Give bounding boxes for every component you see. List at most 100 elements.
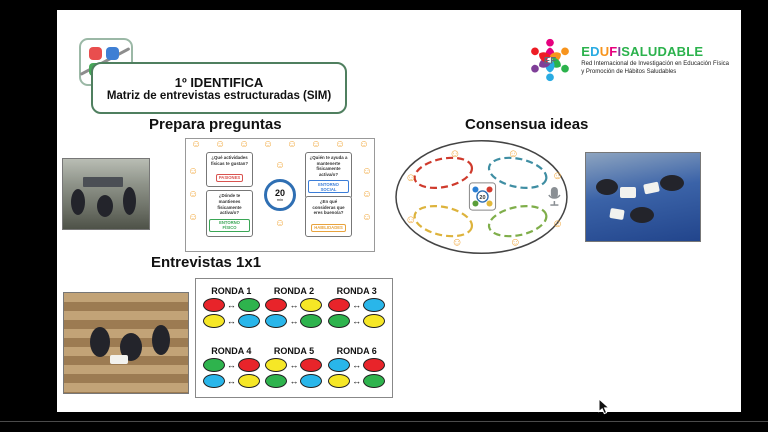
ronda-label: RONDA 2 bbox=[273, 286, 315, 296]
svg-text:☺: ☺ bbox=[405, 172, 416, 184]
student-oval-green bbox=[300, 314, 323, 328]
slide-title: 1º IDENTIFICA bbox=[174, 74, 264, 90]
wordmark-letter: E bbox=[694, 43, 704, 59]
smiley-icon: ☺ bbox=[310, 139, 322, 150]
student-oval-green bbox=[328, 314, 351, 328]
smiley-icon: ☺ bbox=[334, 139, 346, 150]
question-category-label: PASIONES bbox=[215, 173, 244, 182]
smiley-col-right: ☺☺☺ bbox=[362, 161, 372, 229]
student-oval-blue bbox=[265, 314, 288, 328]
heading-prepara-preguntas: Prepara preguntas bbox=[149, 116, 282, 133]
ronda-column: RONDA 5 ↔ ↔ bbox=[265, 346, 324, 390]
ronda-label: RONDA 6 bbox=[336, 346, 377, 356]
ronda-label: RONDA 3 bbox=[336, 286, 377, 296]
exchange-arrow-icon: ↔ bbox=[226, 315, 236, 326]
ronda-column: RONDA 6↔↔ bbox=[327, 346, 386, 390]
loop-yellow bbox=[413, 204, 474, 238]
ronda-label: RONDA 5 bbox=[273, 346, 315, 356]
exchange-arrow-icon: ↔ bbox=[226, 375, 236, 386]
ronda-label: RONDA 1 bbox=[211, 286, 252, 296]
wordmark-letter: I bbox=[617, 43, 622, 59]
exchange-arrow-icon: ↔ bbox=[352, 359, 362, 370]
question-box-entorno-fisico: ¿Dónde te mantienes físicamente activa/o… bbox=[206, 190, 253, 237]
smiley-icon: ☺ bbox=[358, 139, 369, 150]
smiley-icon: ☺ bbox=[188, 211, 199, 223]
student-oval-blue bbox=[202, 374, 225, 388]
smiley-icon: ☺ bbox=[188, 166, 199, 178]
heading-consensua-ideas: Consensua ideas bbox=[465, 116, 589, 133]
question-category-label: ENTORNO SOCIAL bbox=[308, 180, 349, 194]
svg-text:☺: ☺ bbox=[449, 148, 460, 160]
slide-subtitle: Matriz de entrevistas estructuradas (SIM… bbox=[106, 89, 332, 102]
student-oval-red bbox=[328, 298, 351, 312]
smiley-icons: ☺☺☺ ☺☺☺ ☺☺ bbox=[405, 148, 563, 248]
student-oval-green bbox=[265, 374, 288, 388]
svg-text:☺: ☺ bbox=[552, 218, 563, 230]
smiley-icon: ☺ bbox=[274, 160, 286, 171]
exchange-arrow-icon: ↔ bbox=[352, 299, 362, 310]
smiley-icon: ☺ bbox=[191, 139, 202, 150]
smiley-icon: ☺ bbox=[188, 188, 199, 200]
ronda-column: RONDA 4 ↔ ↔ bbox=[202, 346, 261, 390]
slide-title-box: 1º IDENTIFICA Matriz de entrevistas estr… bbox=[91, 62, 347, 114]
smiley-icon: ☺ bbox=[361, 166, 372, 178]
smiley-icon: ☺ bbox=[361, 188, 372, 200]
student-oval-yellow bbox=[265, 358, 288, 372]
student-oval-red bbox=[300, 358, 323, 372]
exchange-arrow-icon: ↔ bbox=[289, 315, 299, 326]
logo-wordmark: EDUFISALUDABLE bbox=[581, 44, 729, 59]
student-oval-red bbox=[237, 358, 260, 372]
student-oval-yellow bbox=[237, 374, 260, 388]
question-text: ¿Qué actividades físicas te gustan? bbox=[210, 155, 249, 166]
student-oval-blue bbox=[237, 314, 260, 328]
wordmark-letter: S bbox=[621, 43, 631, 59]
smiley-col-center: ☺☺ bbox=[275, 161, 285, 229]
question-box-entorno-social: ¿Quién te ayuda a mantenerte físicamente… bbox=[305, 152, 352, 199]
exchange-arrow-icon: ↔ bbox=[226, 299, 236, 310]
rondas-diagram: RONDA 1↔↔RONDA 2↔↔RONDA 3↔↔RONDA 4↔↔ROND… bbox=[195, 278, 393, 398]
logo-center-letters: EF bbox=[544, 55, 556, 66]
wordmark-letter: F bbox=[609, 43, 618, 59]
wordmark-letter: B bbox=[676, 43, 687, 59]
exchange-arrow-icon: ↔ bbox=[289, 375, 299, 386]
student-oval-blue bbox=[300, 374, 323, 388]
student-oval-green bbox=[237, 298, 260, 312]
photo-classroom bbox=[62, 158, 150, 230]
loop-teal bbox=[487, 156, 548, 190]
student-oval-green bbox=[202, 358, 225, 372]
tagline-line2: y Promoción de Hábitos Saludables bbox=[581, 68, 677, 75]
ronda-label: RONDA 4 bbox=[211, 346, 252, 356]
microphone-icon bbox=[548, 186, 561, 206]
exchange-arrow-icon: ↔ bbox=[226, 359, 236, 370]
tagline-line1: Red Internacional de Investigación en Ed… bbox=[581, 60, 729, 67]
heading-entrevistas-1x1: Entrevistas 1x1 bbox=[151, 254, 262, 271]
student-oval-yellow bbox=[363, 314, 386, 328]
photo-bleachers bbox=[63, 292, 189, 394]
wordmark-letter: E bbox=[581, 43, 591, 59]
consensua-diagram: ☺☺☺ ☺☺☺ ☺☺ 20 bbox=[395, 139, 568, 255]
student-oval-blue bbox=[328, 358, 351, 372]
svg-text:☺: ☺ bbox=[552, 170, 563, 182]
exchange-arrow-icon: ↔ bbox=[289, 359, 299, 370]
student-oval-yellow bbox=[328, 374, 351, 388]
student-oval-red bbox=[363, 358, 386, 372]
question-box-habilidades: ¿En qué consideras que eres bueno/a? HAB… bbox=[305, 195, 352, 237]
question-box-pasiones: ¿Qué actividades físicas te gustan? PASI… bbox=[206, 152, 253, 188]
edufisaludable-logo: EF EDUFISALUDABLE Red Internacional de I… bbox=[524, 34, 729, 86]
timer-20min: 20 min bbox=[264, 179, 296, 211]
student-oval-blue bbox=[363, 298, 386, 312]
smiley-icon: ☺ bbox=[238, 139, 250, 150]
photo-group-floor bbox=[585, 152, 701, 242]
ronda-column: RONDA 2 ↔ ↔ bbox=[265, 286, 324, 330]
wordmark-letter: D bbox=[590, 43, 600, 59]
exchange-arrow-icon: ↔ bbox=[289, 299, 299, 310]
smiley-icon: ☺ bbox=[274, 218, 286, 229]
student-oval-green bbox=[363, 374, 386, 388]
logo-figures-icon: EF bbox=[531, 38, 570, 82]
mouse-cursor bbox=[598, 398, 611, 415]
smiley-icon: ☺ bbox=[214, 139, 226, 150]
svg-text:☺: ☺ bbox=[510, 236, 521, 248]
wordmark-letter: L bbox=[639, 43, 648, 59]
smiley-col-left: ☺ ☺ ☺ bbox=[188, 161, 198, 229]
